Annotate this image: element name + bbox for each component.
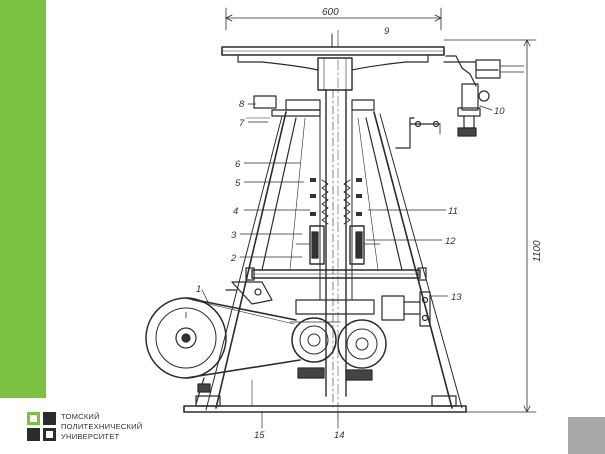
part-label-12: 12 bbox=[445, 236, 456, 247]
part-label-2: 2 bbox=[230, 253, 237, 264]
university-logo-text: ТОМСКИЙ ПОЛИТЕХНИЧЕСКИЙ УНИВЕРСИТЕТ bbox=[61, 412, 142, 442]
sidebar-accent-bar bbox=[0, 0, 46, 398]
part-label-15: 15 bbox=[254, 430, 265, 441]
part-label-13: 13 bbox=[451, 292, 462, 303]
logo-line-3: УНИВЕРСИТЕТ bbox=[61, 432, 120, 441]
part-label-10: 10 bbox=[494, 106, 505, 117]
part-label-8: 8 bbox=[239, 99, 245, 110]
part-label-1: 1 bbox=[196, 284, 201, 295]
university-logo-icon bbox=[27, 412, 56, 441]
slide-nav-button[interactable] bbox=[568, 417, 605, 454]
dimension-width-label: 600 bbox=[322, 7, 339, 18]
university-logo: ТОМСКИЙ ПОЛИТЕХНИЧЕСКИЙ УНИВЕРСИТЕТ bbox=[27, 412, 157, 446]
part-label-4: 4 bbox=[233, 206, 238, 217]
part-label-3: 3 bbox=[231, 230, 237, 241]
part-label-11: 11 bbox=[448, 206, 458, 217]
part-label-14: 14 bbox=[334, 430, 345, 441]
part-label-7: 7 bbox=[239, 118, 245, 129]
logo-line-2: ПОЛИТЕХНИЧЕСКИЙ bbox=[61, 422, 143, 431]
part-label-9: 9 bbox=[384, 26, 390, 37]
dimension-height-label: 1100 bbox=[532, 240, 543, 262]
part-label-6: 6 bbox=[235, 159, 241, 170]
logo-line-1: ТОМСКИЙ bbox=[61, 412, 100, 421]
part-label-5: 5 bbox=[235, 178, 241, 189]
